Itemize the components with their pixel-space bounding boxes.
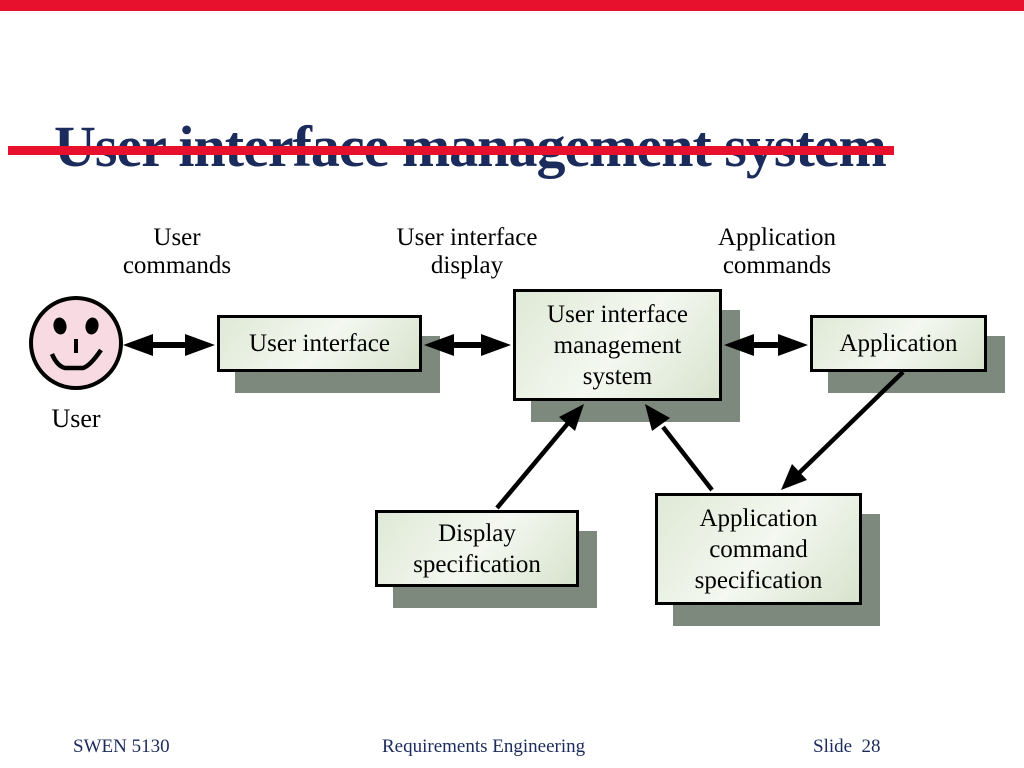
arrow-app-cmd-spec-to-uims [645, 404, 714, 492]
actor-label: User [51, 404, 101, 433]
top-accent-bar [0, 0, 1024, 11]
box-application: Application [810, 315, 987, 372]
double-arrow-uims-to-application [724, 334, 808, 356]
label-application-commands: Application commands [717, 224, 837, 279]
box-application-command-specification: Application command specification [655, 493, 862, 605]
label-user-interface-display: User interface display [396, 224, 538, 279]
arrow-application-to-app-cmd-spec [781, 370, 905, 490]
title-underline [8, 146, 894, 155]
label-user-commands: User commands [122, 224, 232, 279]
footer-title: Requirements Engineering [382, 736, 586, 757]
box-user-interface: User interface [217, 315, 422, 372]
footer-course: SWEN 5130 [73, 736, 170, 757]
user-face-icon [29, 296, 123, 390]
smile-icon [49, 348, 103, 371]
left-eye-icon [53, 317, 67, 335]
box-user-interface-management-system: User interface management system [513, 289, 722, 401]
double-arrow-ui-to-uims [424, 334, 511, 356]
double-arrow-user-to-ui [123, 334, 215, 356]
footer-slide-number: Slide 28 [813, 736, 881, 757]
box-display-specification: Display specification [375, 510, 579, 587]
arrow-display-spec-to-uims [495, 404, 584, 510]
right-eye-icon [85, 317, 99, 335]
